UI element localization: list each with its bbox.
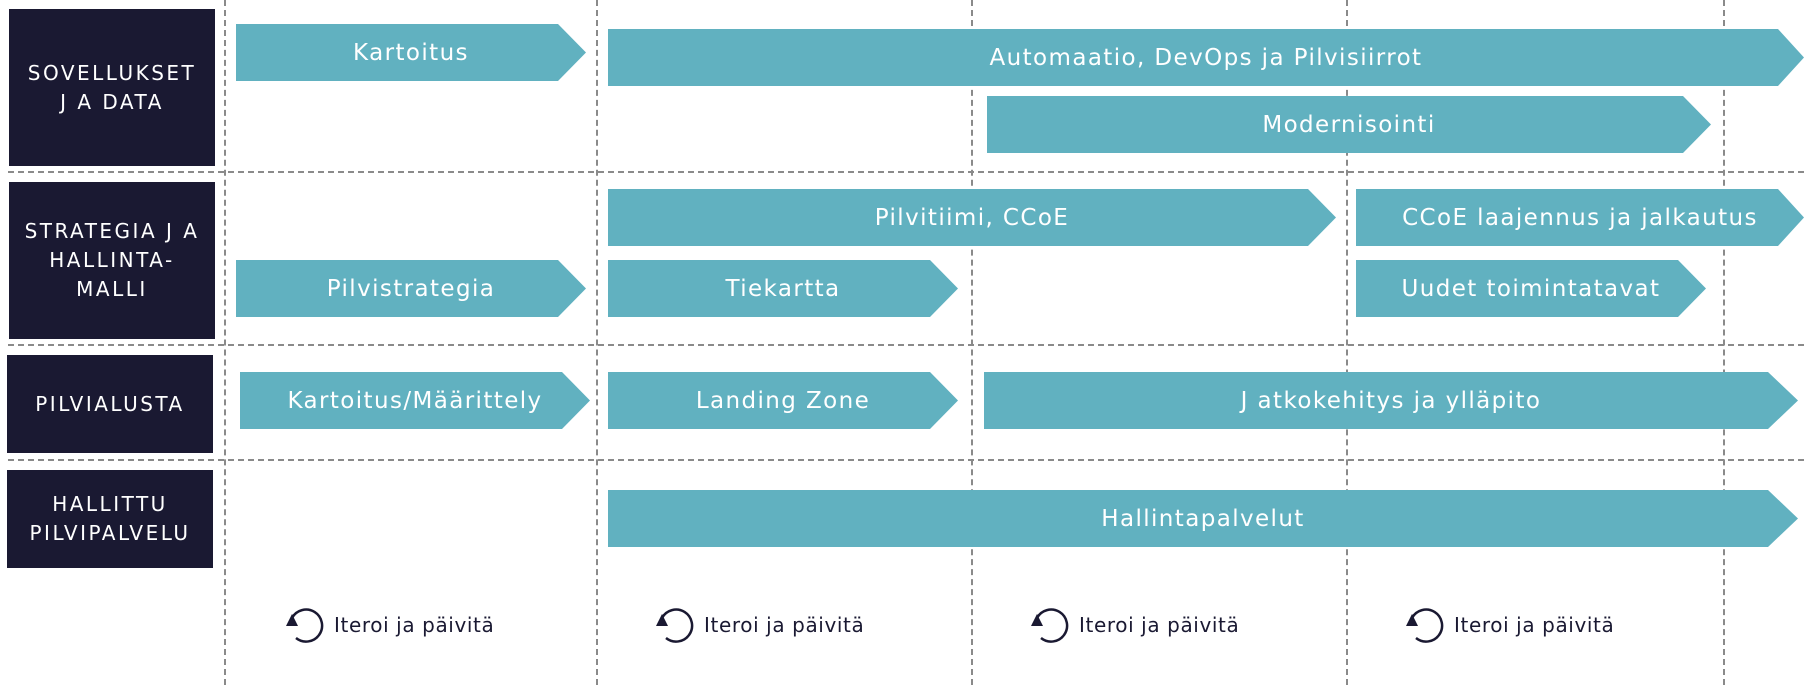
row-divider [8,459,1804,461]
bar-hallintapalvelut: Hallintapalvelut [608,490,1798,547]
phase-divider [1346,0,1348,685]
bar-pilvistrategia: Pilvistrategia [236,260,586,317]
bar-label: Hallintapalvelut [1101,505,1305,532]
iterate-label: Iteroi ja päivitä [704,613,865,637]
bar-kartoitus-maarittely: Kartoitus/Määrittely [240,372,590,429]
cycle-arrow-icon [656,608,694,643]
bar-landing-zone: Landing Zone [608,372,958,429]
bar-label: Kartoitus [353,39,469,66]
bar-label: Pilvistrategia [326,275,496,302]
row-divider [8,171,1804,173]
bar-pilvitiimi: Pilvitiimi, CCoE [608,189,1336,246]
bar-modernisointi: Modernisointi [987,96,1711,153]
iterate-marker: Iteroi ja päivitä [652,603,864,647]
row-label-sovellukset: SOVELLUKSET J A DATA [9,9,215,166]
row-label-text: HALLITTU PILVIPALVELU [29,492,191,545]
bar-label: Uudet toimintatavat [1401,275,1661,302]
row-label-text: STRATEGIA J A HALLINTA- MALLI [24,219,200,301]
row-label-text: PILVIALUSTA [35,391,185,416]
phase-divider [971,0,973,685]
bar-uudet-toimintatavat: Uudet toimintatavat [1356,260,1706,317]
bar-label: Automaatio, DevOps ja Pilvisiirrot [989,44,1423,71]
iterate-marker: Iteroi ja päivitä [1027,603,1239,647]
bar-label: CCoE laajennus ja jalkautus [1402,204,1758,231]
bar-label: Pilvitiimi, CCoE [874,204,1070,231]
row-label-pilvialusta: PILVIALUSTA [7,355,213,453]
iterate-marker: Iteroi ja päivitä [282,603,494,647]
iterate-label: Iteroi ja päivitä [1079,613,1240,637]
row-label-text: SOVELLUKSET J A DATA [27,60,197,114]
bar-jatkokehitys: J atkokehitys ja ylläpito [984,372,1798,429]
cycle-arrow-icon [286,608,324,643]
bar-label: Landing Zone [695,387,871,414]
phase-divider [1723,0,1725,685]
bar-kartoitus: Kartoitus [236,24,586,81]
bar-tiekartta: Tiekartta [608,260,958,317]
bar-automaatio: Automaatio, DevOps ja Pilvisiirrot [608,29,1804,86]
iterate-label: Iteroi ja päivitä [334,613,495,637]
cycle-arrow-icon [1031,608,1069,643]
bar-label: Kartoitus/Määrittely [287,387,543,414]
phase-divider [596,0,598,685]
bar-label: Tiekartta [725,275,841,302]
row-label-hallittu: HALLITTU PILVIPALVELU [7,470,213,568]
phase-divider [224,0,226,685]
bar-ccoe-laajennus: CCoE laajennus ja jalkautus [1356,189,1804,246]
iterate-marker: Iteroi ja päivitä [1402,603,1614,647]
cycle-arrow-icon [1406,608,1444,643]
bar-label: J atkokehitys ja ylläpito [1240,387,1542,414]
row-divider [8,344,1804,346]
row-label-strategia: STRATEGIA J A HALLINTA- MALLI [9,182,215,339]
iterate-label: Iteroi ja päivitä [1454,613,1615,637]
bar-label: Modernisointi [1262,111,1436,138]
